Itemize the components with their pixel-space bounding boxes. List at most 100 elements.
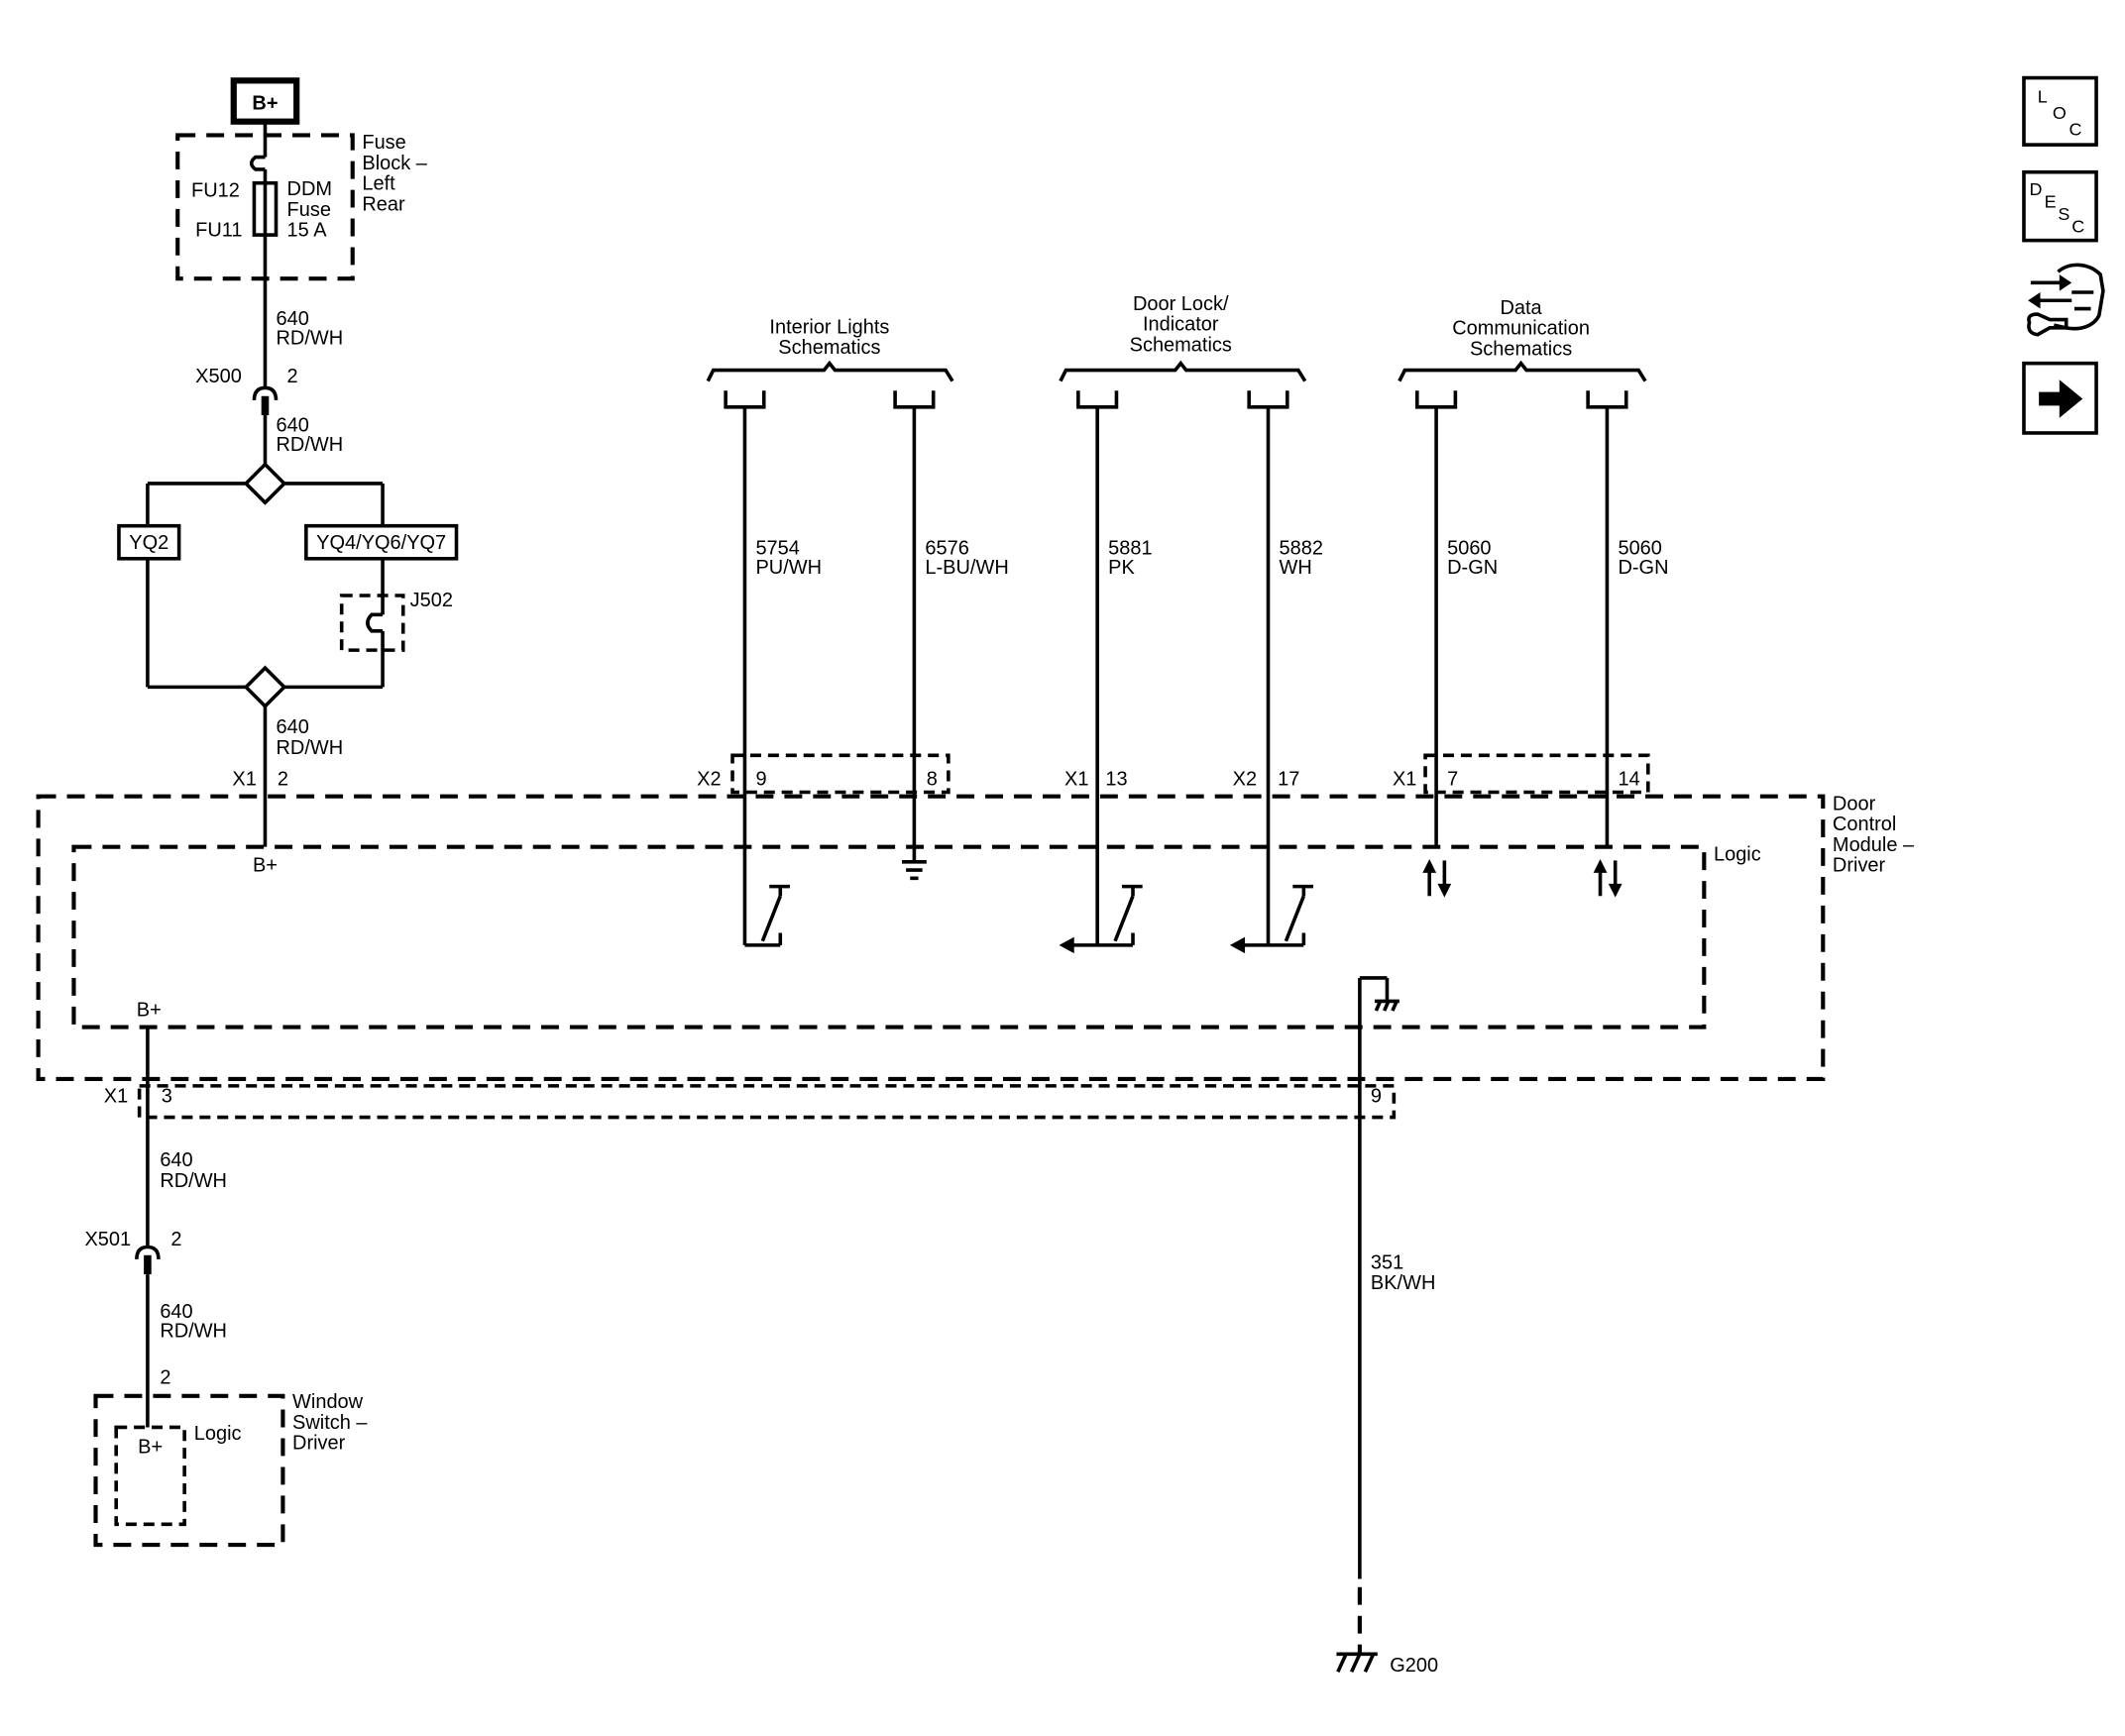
reference-interior-lights-schematics[interactable]: Interior Lights Schematics <box>706 316 954 382</box>
switch-blade <box>1284 895 1306 942</box>
module-logic-label: Logic <box>1714 843 1761 865</box>
chassis-ground-icon <box>1374 999 1399 1012</box>
fuse-terminal-fu12: FU12 <box>191 179 240 201</box>
wire-circuit-number: 640 <box>277 716 309 738</box>
wire-color: RD/WH <box>277 737 344 759</box>
desc-letter: C <box>2071 216 2084 236</box>
reference-connector-symbol <box>724 390 766 409</box>
next-button[interactable] <box>2022 361 2098 435</box>
connector-name-x500: X500 <box>195 366 242 387</box>
reference-connector-symbol <box>893 390 936 409</box>
ground-circuit: 9 351 BK/WH G200 <box>1336 976 1438 1677</box>
window-switch-outline <box>93 1393 285 1548</box>
module-b-plus-output: B+ <box>137 1000 162 1022</box>
wire-color: RD/WH <box>160 1320 227 1342</box>
loc-letter: C <box>2069 119 2081 139</box>
loc-button[interactable]: L O C <box>2022 75 2098 147</box>
module-connector-name: X2 <box>697 769 721 791</box>
wire-circuit-number: 6576 <box>925 538 968 560</box>
desc-button[interactable]: D E S C <box>2022 169 2098 243</box>
reference-title-line[interactable]: Communication <box>1452 318 1590 340</box>
wire-6576: 6576 L-BU/WH 8 <box>893 390 1009 881</box>
power-feed-circuit: B+ Fuse Block – Left Rear FU12 FU11 DDM … <box>117 77 459 876</box>
reference-bracket <box>706 360 954 382</box>
reference-connector-symbol <box>1586 390 1628 409</box>
reference-title-line[interactable]: Door Lock/ <box>1133 293 1229 315</box>
connector-name-x501: X501 <box>84 1229 131 1250</box>
module-b-plus-input: B+ <box>253 854 278 876</box>
desc-letter: D <box>2029 179 2042 199</box>
wire-color: L-BU/WH <box>925 557 1008 579</box>
reference-title-line[interactable]: Schematics <box>1470 338 1572 360</box>
reference-data-communication-schematics[interactable]: Data Communication Schematics <box>1398 297 1647 382</box>
fuse-name-line: Fuse <box>287 199 331 221</box>
wire-color: WH <box>1280 557 1312 579</box>
desc-letter: S <box>2058 204 2069 224</box>
reference-bracket <box>1059 360 1307 382</box>
jumper-j502-outline <box>339 594 405 652</box>
module-connector-name: X1 <box>232 769 256 791</box>
reference-door-lock-indicator-schematics[interactable]: Door Lock/ Indicator Schematics <box>1059 293 1307 382</box>
connector-x1-bottom-outline <box>137 1084 1397 1120</box>
reference-title-line[interactable]: Data <box>1500 297 1542 319</box>
loc-button-frame[interactable] <box>2022 75 2098 147</box>
wire-circuit-number: 351 <box>1371 1252 1403 1274</box>
module-logic-outline <box>71 844 1707 1030</box>
module-connector-pin: 3 <box>162 1085 172 1107</box>
module-connector-name: X2 <box>1233 769 1257 791</box>
wire-circuit-number: 5754 <box>755 538 799 560</box>
wire-5882: 5882 WH X2 17 <box>1229 390 1323 954</box>
splice-yq4-label: YQ4/YQ6/YQ7 <box>316 532 446 554</box>
bidirectional-data-icon <box>1593 859 1622 898</box>
switch-blade <box>760 895 782 942</box>
splice-diamond-bottom <box>243 665 287 709</box>
module-title-line: Module – <box>1833 834 1915 856</box>
reference-connector-symbol <box>1415 390 1458 409</box>
ground-g200-icon <box>1336 1652 1378 1673</box>
arrow-right-icon <box>2039 380 2083 418</box>
reference-title-line[interactable]: Schematics <box>1130 334 1232 356</box>
module-connector-pin: 17 <box>1278 769 1299 791</box>
window-switch-b-plus: B+ <box>138 1437 163 1459</box>
jumper-j502-label: J502 <box>410 590 453 611</box>
reference-connector-symbol <box>1247 390 1289 409</box>
reference-connector-symbol <box>1076 390 1119 409</box>
wire-circuit-number: 640 <box>277 415 309 437</box>
splice-yq4-box <box>304 523 459 561</box>
connector-pin: 2 <box>170 1229 181 1250</box>
b-plus-terminal-label: B+ <box>252 92 278 114</box>
wire-circuit-number: 640 <box>160 1149 192 1171</box>
splice-yq2-label: YQ2 <box>129 532 168 554</box>
connector-x2-outline <box>730 753 951 795</box>
wire-color: RD/WH <box>160 1170 227 1192</box>
reference-title-line[interactable]: Indicator <box>1143 314 1219 336</box>
splice-diamond-top <box>243 462 287 505</box>
module-connector-pin: 9 <box>755 769 766 791</box>
reference-title-line[interactable]: Interior Lights <box>769 316 889 338</box>
jumper-j502-hook <box>366 612 384 633</box>
module-title-line: Driver <box>1833 854 1886 876</box>
door-control-module: Logic Door Control Module – Driver <box>36 793 1915 1082</box>
window-switch-driver: B+ Logic Window Switch – Driver <box>93 1391 368 1548</box>
input-arrow-icon <box>1229 936 1246 954</box>
desc-button-frame[interactable] <box>2022 169 2098 243</box>
wire-color: RD/WH <box>277 327 344 349</box>
wire-color: PK <box>1108 557 1135 579</box>
module-ground-pin: 9 <box>1371 1085 1382 1107</box>
module-outline <box>36 794 1826 1082</box>
hand-wrench-icon[interactable] <box>2027 263 2105 337</box>
fuse-terminal-fu11: FU11 <box>195 219 242 241</box>
window-switch-title-line: Switch – <box>292 1412 368 1434</box>
switch-blade <box>1113 895 1135 942</box>
window-switch-pin: 2 <box>160 1366 170 1388</box>
ground-g200-label: G200 <box>1390 1655 1438 1677</box>
wire-color: PU/WH <box>755 557 822 579</box>
module-connector-name: X1 <box>1393 769 1416 791</box>
wire-circuit-number: 5060 <box>1618 538 1661 560</box>
fuse-rating: 15 A <box>287 219 328 241</box>
wire-5060-pin-14: 5060 D-GN 14 <box>1586 390 1669 898</box>
module-connector-pin: 13 <box>1105 769 1127 791</box>
connector-pin: 2 <box>287 366 298 387</box>
reference-title-line[interactable]: Schematics <box>778 337 880 359</box>
